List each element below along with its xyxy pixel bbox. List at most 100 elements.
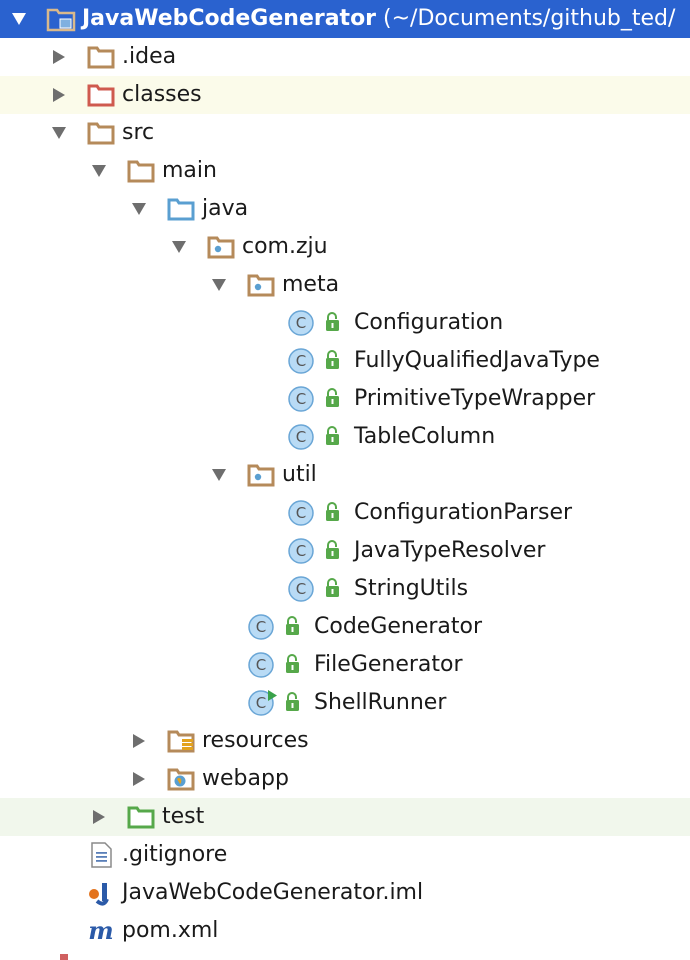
tree-row-primitivetypewrapper[interactable]: C PrimitiveTypeWrapper <box>0 380 690 418</box>
tree-item-label: util <box>282 462 317 487</box>
source-folder-icon <box>166 195 196 223</box>
tree-row-idea[interactable]: .idea <box>0 38 690 76</box>
class-icon: C <box>246 613 306 641</box>
tree-row-codegenerator[interactable]: C CodeGenerator <box>0 608 690 646</box>
tree-row-webapp[interactable]: webapp <box>0 760 690 798</box>
tree-row-test[interactable]: test <box>0 798 690 836</box>
runnable-class-icon: C <box>246 689 306 717</box>
collapsed-arrow-icon[interactable] <box>130 770 148 788</box>
tree-item-label: classes <box>122 82 202 107</box>
tree-item-label: com.zju <box>242 234 328 259</box>
tree-item-label: resources <box>202 728 309 753</box>
folder-icon <box>86 119 116 147</box>
class-icon: C <box>246 651 306 679</box>
tree-row-classes[interactable]: classes <box>0 76 690 114</box>
svg-text:C: C <box>256 694 266 712</box>
folder-icon <box>126 157 156 185</box>
class-icon: C <box>286 537 346 565</box>
class-icon: C <box>286 309 346 337</box>
web-folder-icon <box>166 765 196 793</box>
resources-folder-icon <box>166 727 196 755</box>
tree-item-label: main <box>162 158 217 183</box>
tree-item-label: meta <box>282 272 340 297</box>
tree-row-com-zju[interactable]: com.zju <box>0 228 690 266</box>
svg-text:C: C <box>256 618 266 636</box>
collapsed-arrow-icon[interactable] <box>90 808 108 826</box>
tree-row-meta[interactable]: meta <box>0 266 690 304</box>
collapsed-arrow-icon[interactable] <box>50 48 68 66</box>
tree-item-label: ShellRunner <box>314 690 447 715</box>
tree-row-stringutils[interactable]: C StringUtils <box>0 570 690 608</box>
package-icon <box>246 461 276 489</box>
svg-text:C: C <box>296 580 306 598</box>
expanded-arrow-icon[interactable] <box>50 124 68 142</box>
expanded-arrow-icon[interactable] <box>170 238 188 256</box>
tree-row-src[interactable]: src <box>0 114 690 152</box>
excluded-folder-icon <box>86 81 116 109</box>
expanded-arrow-icon[interactable] <box>210 276 228 294</box>
module-folder-icon <box>46 5 76 33</box>
tree-item-label: FileGenerator <box>314 652 463 677</box>
expanded-arrow-icon[interactable] <box>130 200 148 218</box>
tree-item-label: .gitignore <box>122 842 228 867</box>
expanded-arrow-icon[interactable] <box>210 466 228 484</box>
tree-item-label: Configuration <box>354 310 504 335</box>
svg-text:C: C <box>296 352 306 370</box>
project-name: JavaWebCodeGenerator <box>82 6 377 31</box>
tree-root-row[interactable]: JavaWebCodeGenerator (~/Documents/github… <box>0 0 690 38</box>
maven-icon: m <box>86 917 116 945</box>
tree-row-gitignore[interactable]: .gitignore <box>0 836 690 874</box>
iml-file-icon <box>86 879 116 907</box>
text-file-icon <box>86 841 116 869</box>
tree-item-label: JavaTypeResolver <box>354 538 546 563</box>
svg-text:C: C <box>296 314 306 332</box>
project-path: (~/Documents/github_ted/ <box>376 6 676 31</box>
test-folder-icon <box>126 803 156 831</box>
svg-text:C: C <box>296 390 306 408</box>
tree-item-label: CodeGenerator <box>314 614 483 639</box>
svg-text:C: C <box>296 542 306 560</box>
tree-row-main[interactable]: main <box>0 152 690 190</box>
svg-text:C: C <box>296 428 306 446</box>
tree-item-label: TableColumn <box>354 424 496 449</box>
expanded-arrow-icon[interactable] <box>90 162 108 180</box>
tree-row-iml[interactable]: JavaWebCodeGenerator.iml <box>0 874 690 912</box>
tree-item-label: FullyQualifiedJavaType <box>354 348 600 373</box>
svg-text:C: C <box>296 504 306 522</box>
svg-text:m: m <box>88 917 113 945</box>
tree-item-label: .idea <box>122 44 177 69</box>
class-icon: C <box>286 423 346 451</box>
tree-row-tablecolumn[interactable]: C TableColumn <box>0 418 690 456</box>
tree-row-fullyqualifiedjavatype[interactable]: C FullyQualifiedJavaType <box>0 342 690 380</box>
tree-row-configurationparser[interactable]: C ConfigurationParser <box>0 494 690 532</box>
tree-row-configuration[interactable]: C Configuration <box>0 304 690 342</box>
tree-row-java[interactable]: java <box>0 190 690 228</box>
tree-item-label: webapp <box>202 766 289 791</box>
class-icon: C <box>286 385 346 413</box>
class-icon: C <box>286 347 346 375</box>
collapsed-arrow-icon[interactable] <box>130 732 148 750</box>
cutoff-icon <box>60 954 68 960</box>
class-icon: C <box>286 499 346 527</box>
collapsed-arrow-icon[interactable] <box>50 86 68 104</box>
package-icon <box>246 271 276 299</box>
tree-item-label: test <box>162 804 205 829</box>
tree-row-shellrunner[interactable]: C ShellRunner <box>0 684 690 722</box>
tree-row-filegenerator[interactable]: C FileGenerator <box>0 646 690 684</box>
tree-row-pom[interactable]: m pom.xml <box>0 912 690 950</box>
tree-item-label: pom.xml <box>122 918 219 943</box>
tree-row-util[interactable]: util <box>0 456 690 494</box>
tree-item-label: java <box>202 196 249 221</box>
tree-row-javatyperesolver[interactable]: C JavaTypeResolver <box>0 532 690 570</box>
tree-item-label: StringUtils <box>354 576 469 601</box>
tree-item-label: ConfigurationParser <box>354 500 573 525</box>
folder-icon <box>86 43 116 71</box>
class-icon: C <box>286 575 346 603</box>
expanded-arrow-icon[interactable] <box>10 10 28 28</box>
tree-item-label: JavaWebCodeGenerator.iml <box>122 880 424 905</box>
tree-row-cutoff <box>0 950 690 960</box>
package-icon <box>206 233 236 261</box>
tree-row-resources[interactable]: resources <box>0 722 690 760</box>
tree-item-label: PrimitiveTypeWrapper <box>354 386 596 411</box>
tree-item-label: src <box>122 120 155 145</box>
